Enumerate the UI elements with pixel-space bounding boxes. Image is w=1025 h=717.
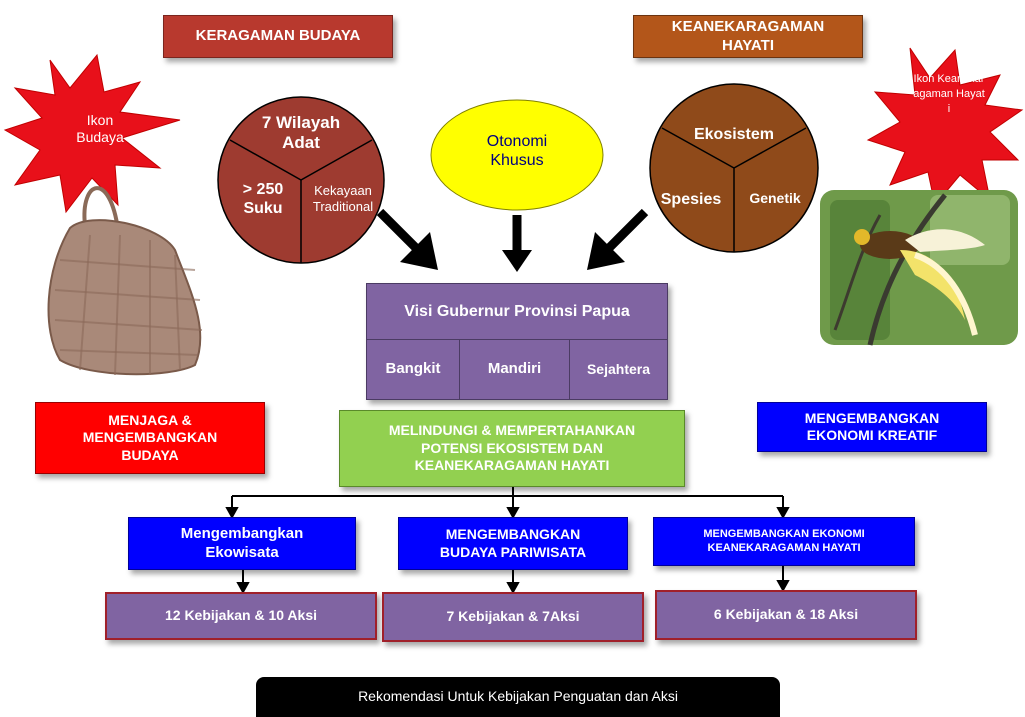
creative-economy-text: MENGEMBANGKAN EKONOMI KREATIF — [804, 409, 940, 444]
genetic-label: Genetik — [749, 190, 801, 206]
culture-region-label: 7 Wilayah Adat — [261, 113, 341, 153]
policy-ecotourism: 12 Kebijakan & 10 Aksi — [105, 592, 377, 640]
biodiversity-circle — [649, 83, 819, 253]
autonomy-ellipse — [430, 99, 604, 211]
culture-star-icon — [3, 53, 181, 214]
bird-of-paradise-icon — [820, 190, 1018, 346]
policy-bio-economy-label: 6 Kebijakan & 18 Aksi — [713, 606, 859, 623]
program-ecotourism-label: Mengembangkan Ekowisata — [180, 524, 304, 561]
program-cultural-tourism: MENGEMBANGKAN BUDAYA PARIWISATA — [398, 517, 628, 570]
vision-item-bangkit: Bangkit — [367, 340, 460, 399]
policy-cultural-tourism-label: 7 Kebijakan & 7Aksi — [446, 608, 580, 625]
recommendation-footer-text: Rekomendasi Untuk Kebijakan Penguatan da… — [358, 688, 678, 705]
culture-header-text: KERAGAMAN BUDAYA — [195, 27, 361, 45]
arrow-center-down-icon — [502, 215, 532, 272]
ecosystem-goal-box: MELINDUNGI & MEMPERTAHANKAN POTENSI EKOS… — [339, 410, 685, 487]
policy-cultural-tourism: 7 Kebijakan & 7Aksi — [382, 592, 644, 642]
woven-noken-bag-icon — [47, 186, 203, 376]
vision-title: Visi Gubernur Provinsi Papua — [367, 284, 667, 340]
biodiversity-header-text: KEANEKARAGAMAN HAYATI — [671, 17, 825, 54]
vision-item-mandiri: Mandiri — [460, 340, 570, 399]
vision-box: Visi Gubernur Provinsi Papua Bangkit Man… — [366, 283, 668, 400]
creative-economy-box: MENGEMBANGKAN EKONOMI KREATIF — [757, 402, 987, 452]
program-cultural-tourism-label: MENGEMBANGKAN BUDAYA PARIWISATA — [439, 526, 587, 560]
recommendation-footer: Rekomendasi Untuk Kebijakan Penguatan da… — [256, 677, 780, 717]
autonomy-label: Otonomi Khusus — [486, 133, 548, 170]
ecosystem-label: Ekosistem — [693, 126, 775, 143]
biodiversity-header: KEANEKARAGAMAN HAYATI — [633, 15, 863, 58]
culture-circle — [217, 96, 385, 264]
biodiversity-icon-label: Ikon Keanekaragaman Hayati — [913, 73, 985, 115]
policy-ecotourism-label: 12 Kebijakan & 10 Aksi — [164, 607, 317, 624]
culture-goal-box: MENJAGA & MENGEMBANGKAN BUDAYA — [35, 402, 265, 474]
species-label: Spesies — [660, 191, 722, 208]
culture-header: KERAGAMAN BUDAYA — [163, 15, 393, 58]
program-bio-economy-label: MENGEMBANGKAN EKONOMI KEANEKARAGAMAN HAY… — [703, 527, 865, 554]
culture-heritage-label: Kekayaan Traditional — [312, 183, 374, 214]
program-ecotourism: Mengembangkan Ekowisata — [128, 517, 356, 570]
ecosystem-goal-text: MELINDUNGI & MEMPERTAHANKAN POTENSI EKOS… — [388, 422, 636, 474]
program-bio-economy: MENGEMBANGKAN EKONOMI KEANEKARAGAMAN HAY… — [653, 517, 915, 566]
vision-item-sejahtera: Sejahtera — [586, 360, 651, 377]
arrow-left-diagonal-icon — [376, 208, 438, 270]
culture-goal-text: MENJAGA & MENGEMBANGKAN BUDAYA — [82, 411, 218, 463]
culture-icon-label: Ikon Budaya — [76, 112, 124, 145]
arrow-right-diagonal-icon — [587, 208, 649, 270]
culture-tribes-label: > 250 Suku — [242, 181, 284, 218]
policy-bio-economy: 6 Kebijakan & 18 Aksi — [655, 590, 917, 640]
branch-connectors — [225, 487, 790, 595]
